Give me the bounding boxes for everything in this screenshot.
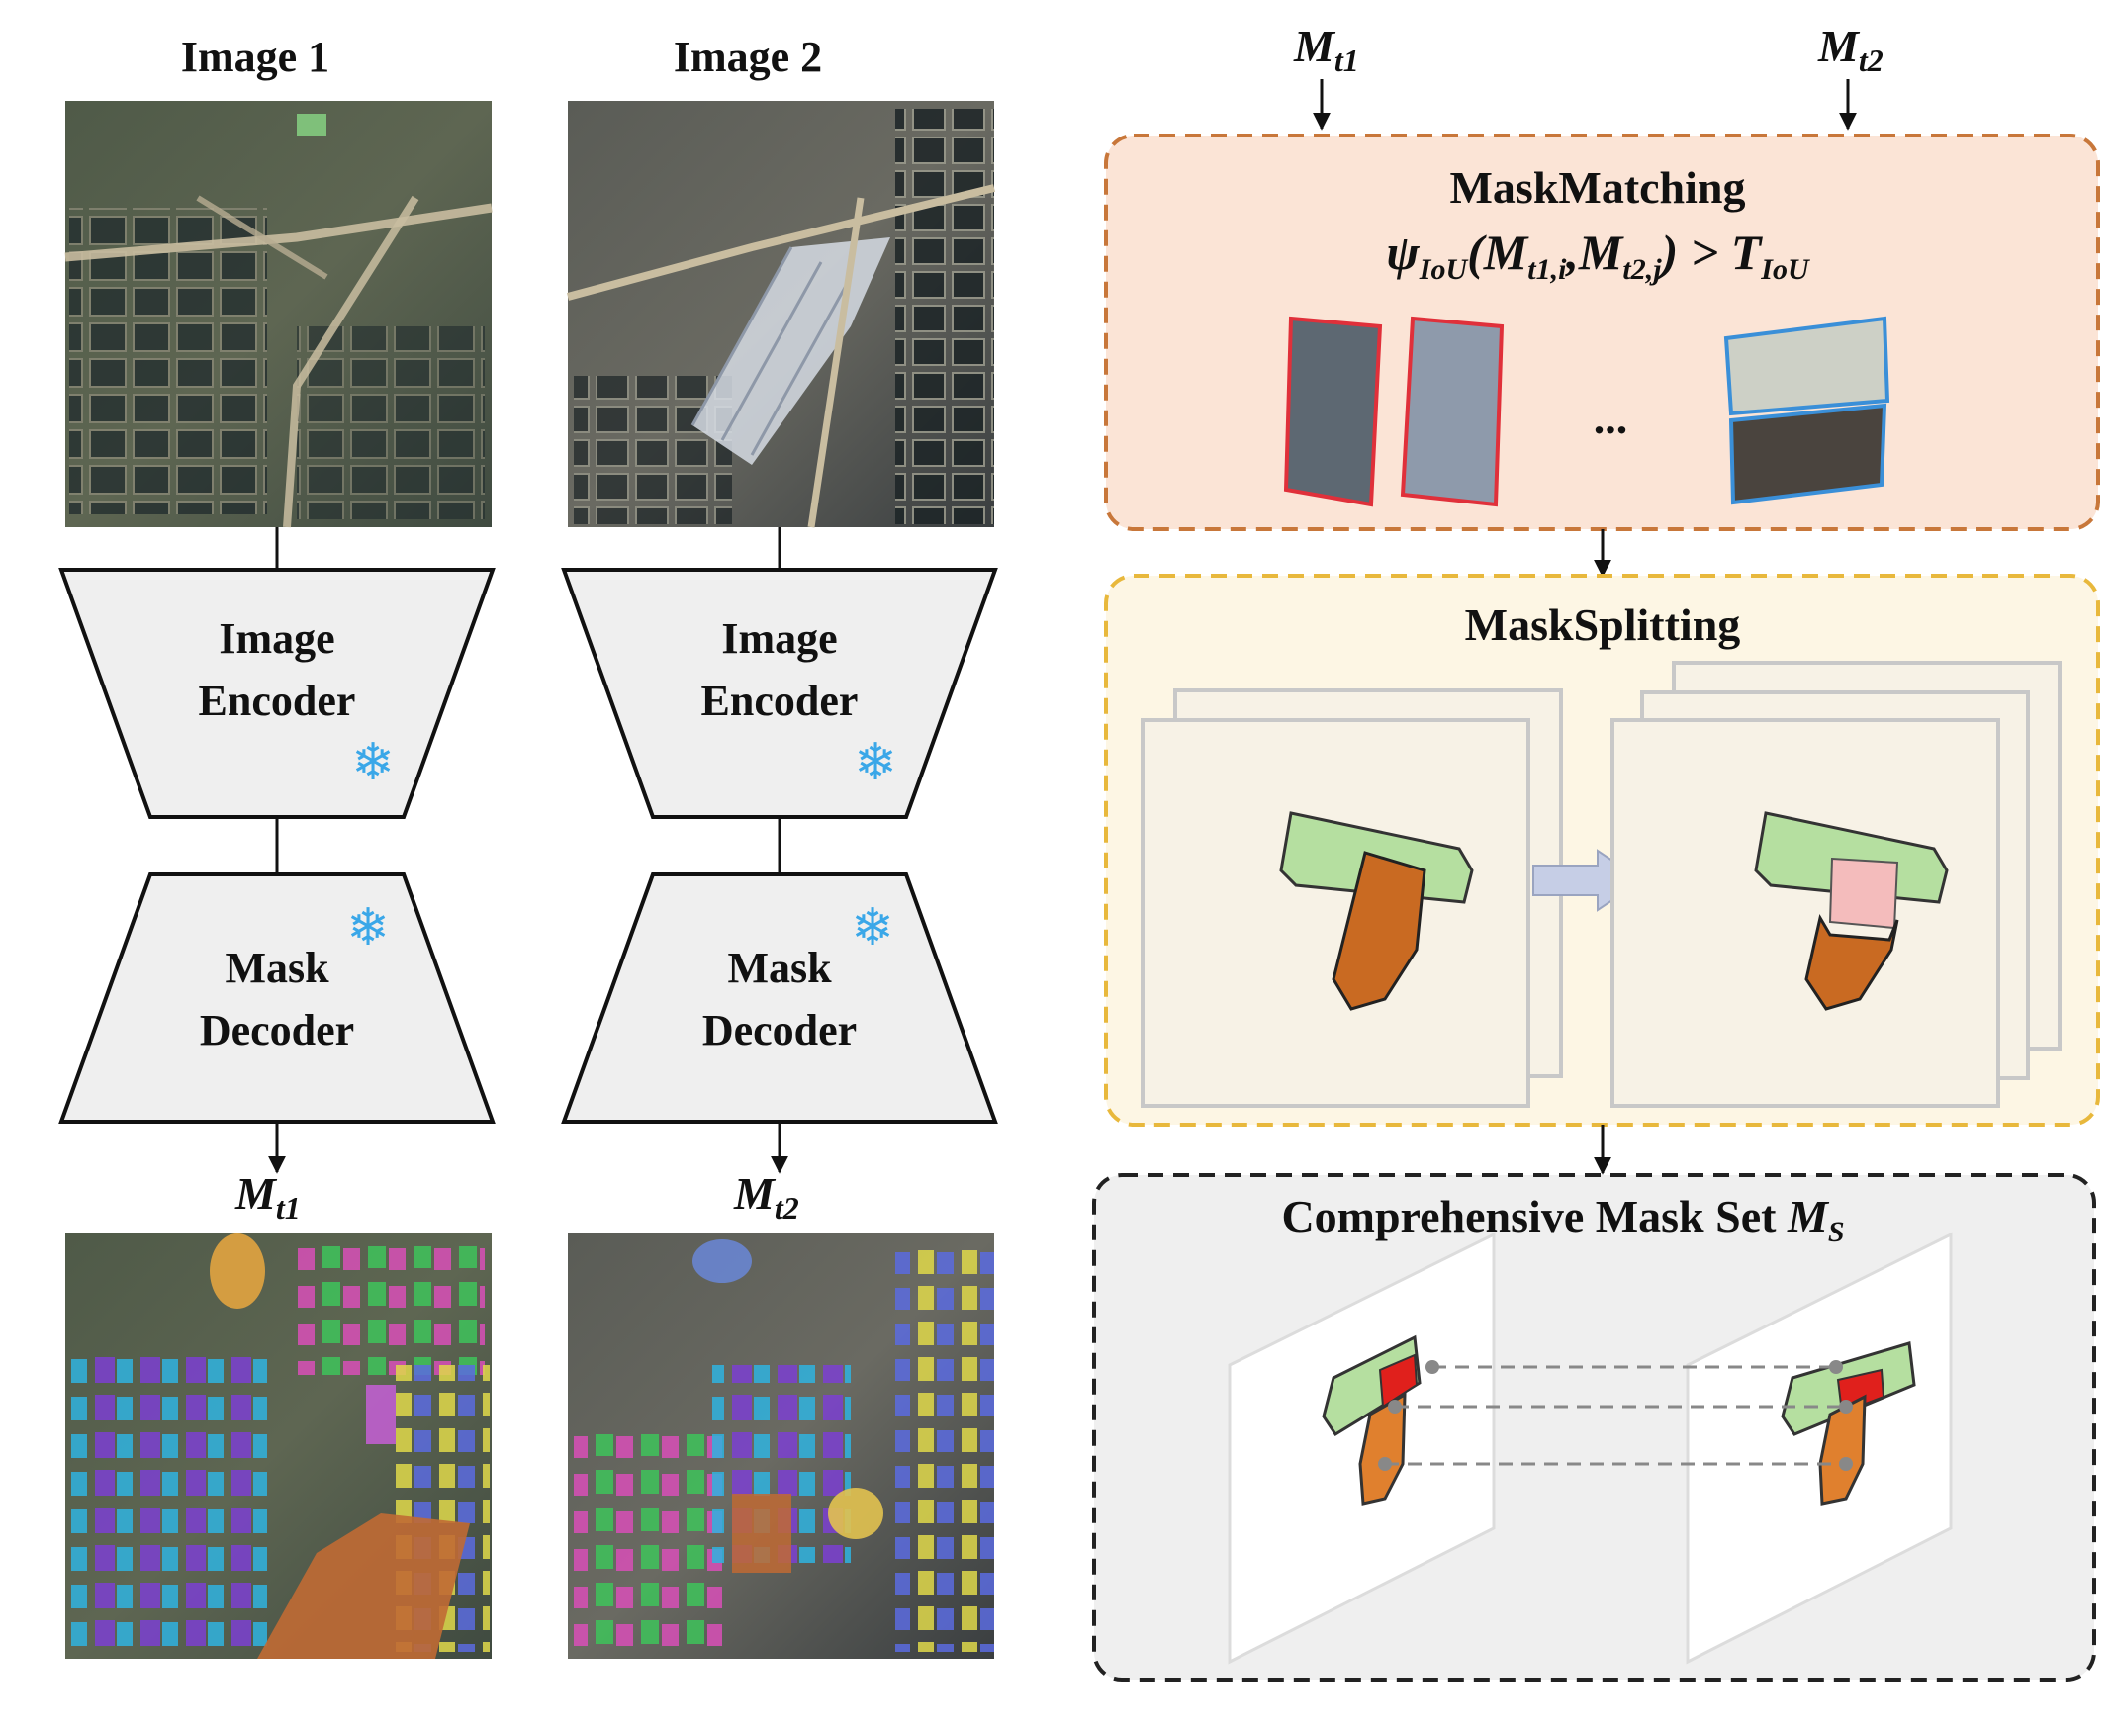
mask-matching-box: MaskMatching ψIoU(Mt1,i,Mt2,j) > TIoU ..… [1104,134,2100,531]
image1-title: Image 1 [181,33,329,81]
input-t2-base: M [1817,21,1861,71]
decoder-2-line1: Mask [727,944,832,992]
satellite-image-1 [64,101,493,528]
encoder-1-line1: Image [219,614,334,663]
mask-label-t2: Mt2 [733,1168,799,1226]
encoder-2-line2: Encoder [701,677,859,725]
decoder-1-line1: Mask [225,944,329,992]
ellipsis-text: ... [1594,393,1628,443]
mask-set-plane-1 [1228,1232,1496,1665]
mask-splitting-box: MaskSplitting [1104,574,2100,1127]
set-red-mask-1 [1378,1353,1419,1409]
mask-decoder-1: Mask Decoder ❄ [58,872,496,1124]
mask-decoder-2: Mask Decoder ❄ [561,872,998,1124]
satellite-image-2 [566,101,995,528]
decoder-2-line2: Decoder [702,1006,857,1054]
input-mask-t1: Mt1 [1293,21,1359,78]
svg-text:Mt1: Mt1 [1293,21,1359,78]
image2-title: Image 2 [674,33,822,81]
svg-text:Mt2: Mt2 [733,1168,799,1226]
mask-splitting-title: MaskSplitting [1465,599,1741,650]
split-pink-overlap-mask [1828,857,1899,930]
input-mask-t2: Mt2 [1817,21,1884,78]
split-orange-mask-before [1332,851,1426,1011]
image-encoder-2: Image Encoder ❄ [561,568,998,819]
svg-text:Mt2: Mt2 [1817,21,1884,78]
encoder-1-line2: Encoder [199,677,356,725]
image-encoder-1: Image Encoder ❄ [58,568,496,819]
input-t1-sub: t1 [1334,43,1359,78]
input-t2-sub: t2 [1859,43,1884,78]
comprehensive-mask-set-box: Comprehensive Mask Set MS [1092,1173,2096,1682]
snowflake-icon: ❄ [851,900,894,957]
snowflake-icon: ❄ [351,735,395,791]
mask-label-t1-base: M [234,1168,278,1219]
matched-mask-red-2 [1400,316,1505,507]
mask-label-t2-base: M [733,1168,777,1219]
input-t1-base: M [1293,21,1336,71]
mask-set-title: Comprehensive Mask Set MS [1281,1191,1844,1248]
iou-formula: ψIoU(Mt1,i,Mt2,j) > TIoU [1386,225,1810,286]
svg-text:Mt1: Mt1 [234,1168,301,1226]
snowflake-icon: ❄ [854,735,897,791]
decoder-1-line2: Decoder [200,1006,354,1054]
snowflake-icon: ❄ [346,900,390,957]
split-orange-mask-after [1804,913,1899,1011]
segmented-mask-image-1 [65,1233,492,1659]
split-green-mask-after [1754,811,1949,904]
matched-mask-red-1 [1283,316,1383,507]
mask-matching-title: MaskMatching [1450,162,1746,213]
mask-label-t1: Mt1 [234,1168,301,1226]
mask-label-t2-sub: t2 [775,1190,799,1226]
mask-set-plane-2 [1686,1232,1953,1665]
segmented-mask-image-2 [568,1233,994,1659]
set-orange-mask-1 [1358,1392,1407,1506]
matched-mask-blue-1 [1723,316,1890,416]
encoder-2-line1: Image [721,614,837,663]
mask-label-t1-sub: t1 [276,1190,301,1226]
matched-mask-blue-2 [1728,403,1887,505]
